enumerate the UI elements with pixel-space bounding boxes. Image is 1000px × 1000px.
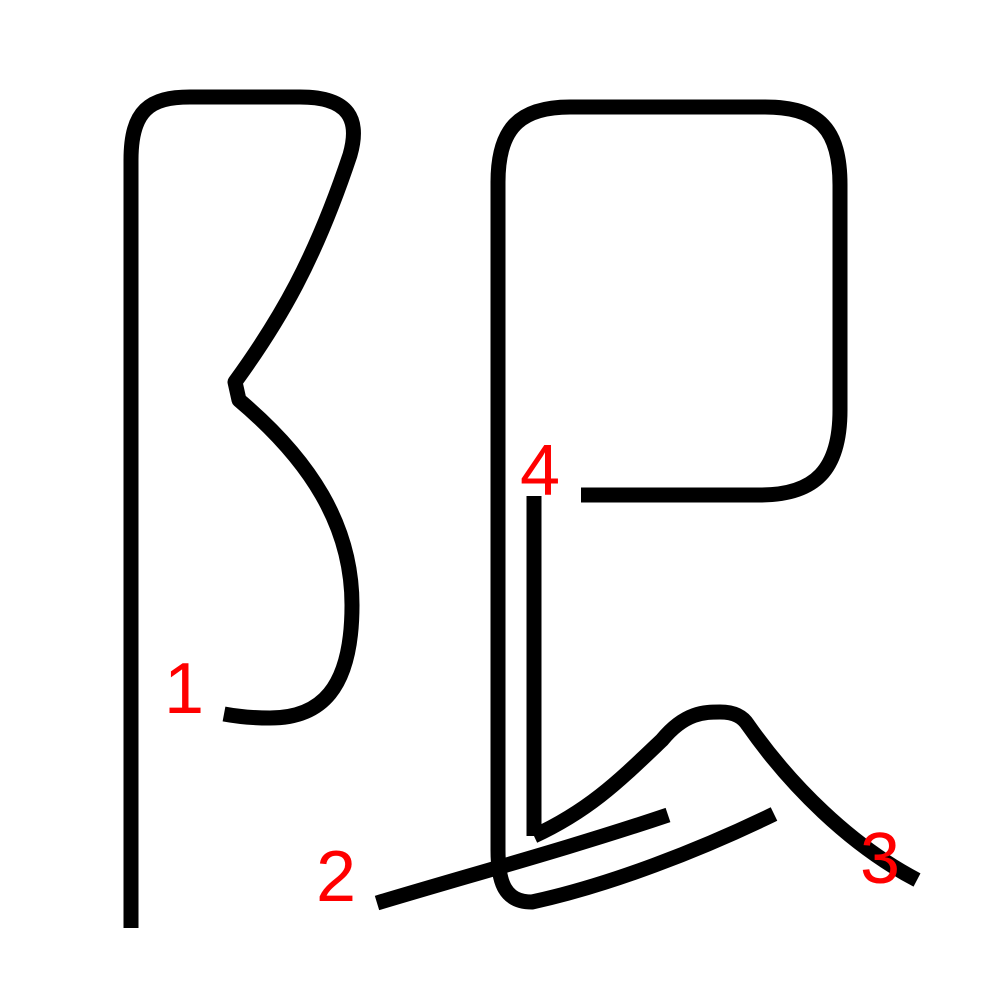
stroke-number-2: 2	[316, 837, 356, 917]
stroke-1-vertical	[123, 89, 361, 928]
stroke-number-1: 1	[164, 649, 204, 729]
stroke-number-3: 3	[860, 819, 900, 899]
stroke-3-sweep	[530, 704, 921, 887]
stroke-2-rising	[374, 807, 671, 911]
stroke-number-4: 4	[520, 431, 560, 511]
stroke-4-box-top-right	[490, 99, 848, 910]
